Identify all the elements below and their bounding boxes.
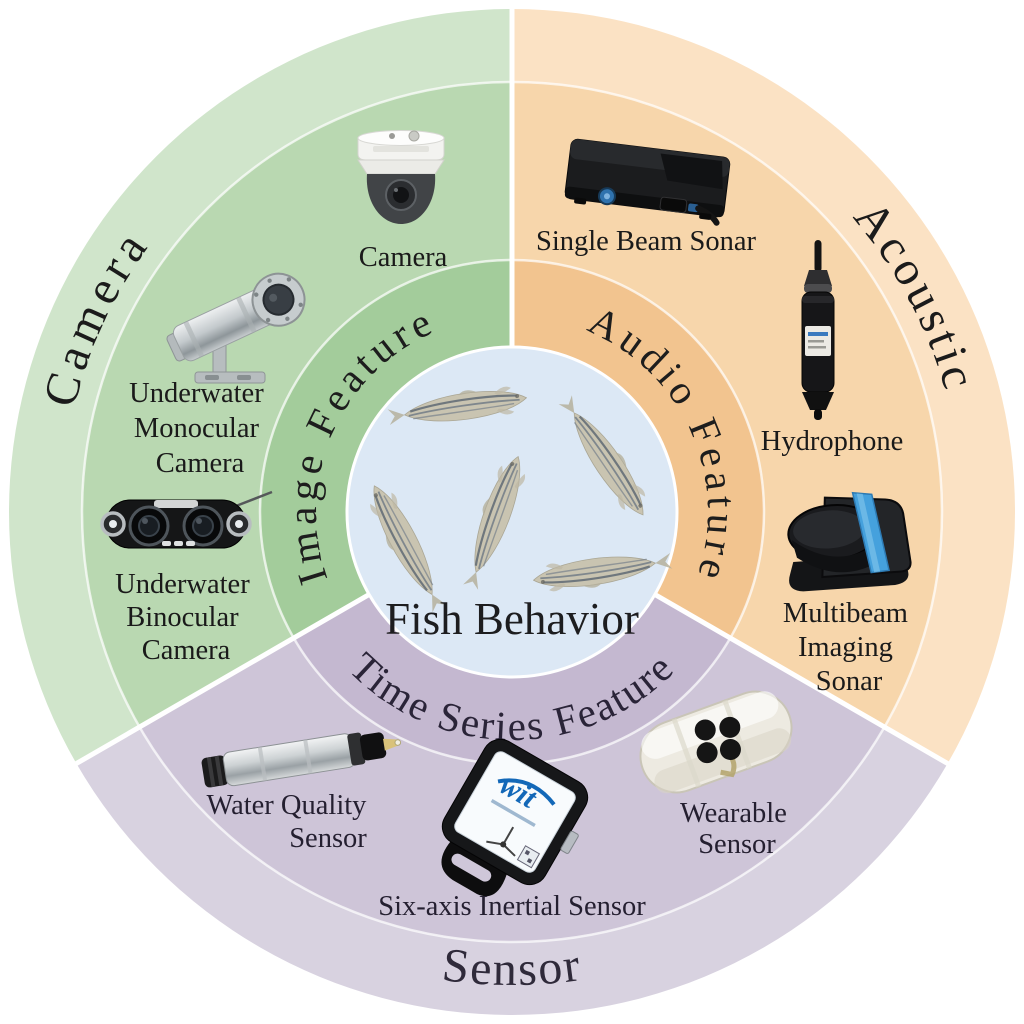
- device-label-hydrophone: Hydrophone: [761, 426, 903, 457]
- sector-camera-device-band: [82, 82, 513, 727]
- underwater-monocular-camera-icon: [166, 272, 306, 384]
- center-title: Fish Behavior: [385, 594, 639, 644]
- device-label-water-quality-sensor: Water Quality Sensor: [206, 790, 373, 854]
- device-label-six-axis-inertial-sensor: Six-axis Inertial Sensor: [378, 891, 646, 922]
- device-label-camera: Camera: [359, 242, 448, 273]
- ptz-dome-camera-icon: [357, 130, 445, 224]
- sector-camera-outer: [9, 9, 512, 764]
- water-quality-sensor-icon: [201, 732, 402, 788]
- sector-acoustic-feature-band: [512, 260, 765, 638]
- wearable-sensor-icon: [639, 690, 793, 794]
- multibeam-imaging-sonar-icon: [787, 491, 912, 592]
- sector-sensor-outer: [76, 727, 948, 1015]
- device-label-wearable-sensor: Wearable Sensor: [680, 798, 794, 860]
- hydrophone-icon: [801, 240, 835, 420]
- device-label-underwater-monocular-camera: Underwater Monocular Camera: [129, 378, 271, 479]
- device-label-underwater-binocular-camera: Underwater Binocular Camera: [115, 569, 257, 666]
- sector-camera-feature-band: [259, 260, 512, 638]
- sector-label-sensor: Sensor: [440, 938, 585, 996]
- device-label-multibeam-imaging-sonar: Multibeam Imaging Sonar: [783, 598, 915, 697]
- six-axis-inertial-sensor-icon: wit: [441, 738, 589, 897]
- divider-sensor-camera: [73, 592, 372, 766]
- single-beam-sonar-icon: [564, 138, 731, 226]
- divider-acoustic-sensor: [652, 592, 951, 766]
- underwater-binocular-camera-icon: [100, 490, 273, 549]
- device-label-single-beam-sonar: Single Beam Sonar: [536, 226, 757, 257]
- sector-acoustic-outer: [512, 9, 1015, 764]
